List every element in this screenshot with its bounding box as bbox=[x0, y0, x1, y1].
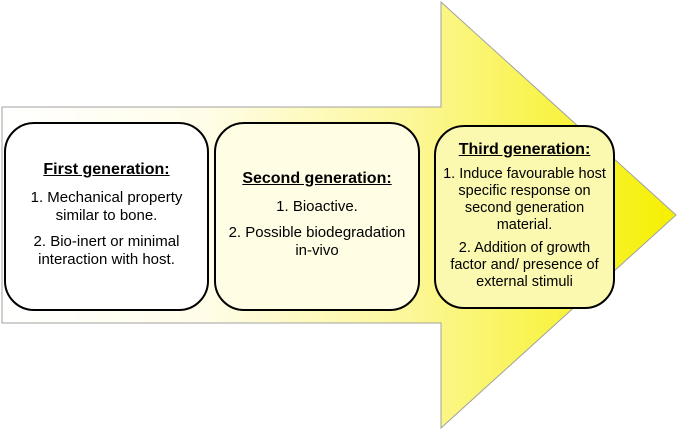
first-generation-item-1: 1. Mechanical property similar to bone. bbox=[30, 189, 183, 224]
third-generation-item-1: 1. Induce favourable host specific respo… bbox=[443, 166, 606, 233]
second-generation-title: Second generation: bbox=[242, 170, 392, 187]
third-generation-item-2: 2. Addition of growth factor and/ presen… bbox=[450, 240, 599, 290]
first-generation-box: First generation: 1. Mechanical property… bbox=[4, 122, 209, 311]
second-generation-box: Second generation: 1. Bioactive. 2. Poss… bbox=[214, 122, 420, 311]
second-generation-item-2: 2. Possible biodegradation in-vivo bbox=[228, 224, 406, 259]
second-generation-item-1: 1. Bioactive. bbox=[276, 198, 358, 215]
third-generation-title: Third generation: bbox=[458, 141, 591, 158]
third-generation-box: Third generation: 1. Induce favourable h… bbox=[434, 125, 615, 309]
first-generation-title: First generation: bbox=[43, 161, 170, 178]
first-generation-item-2: 2. Bio-inert or minimal interaction with… bbox=[33, 233, 180, 268]
